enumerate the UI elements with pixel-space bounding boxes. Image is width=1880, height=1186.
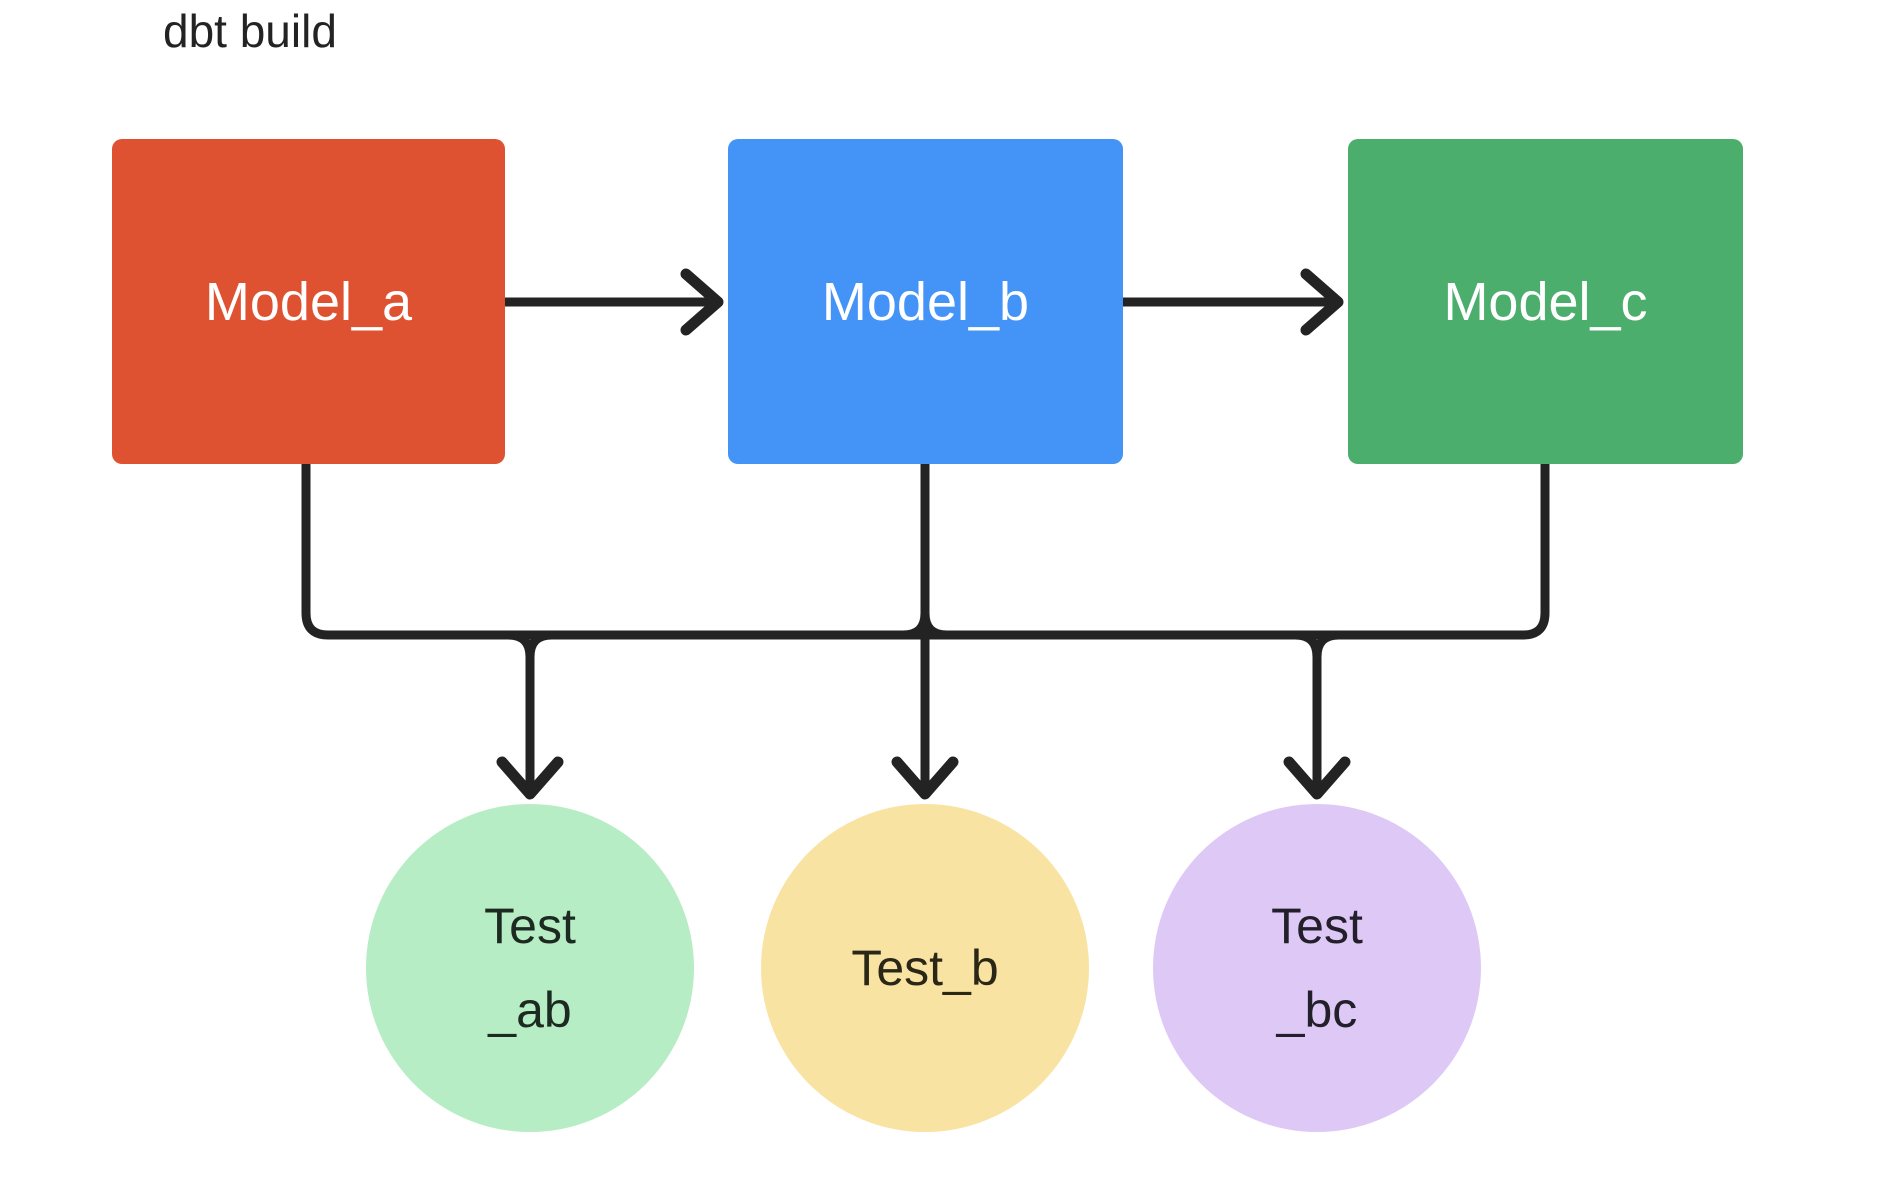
diagram-title: dbt build bbox=[163, 5, 337, 57]
node-test-bc-label: Test _bc bbox=[1271, 898, 1363, 1038]
edge-model-c-to-test-bc bbox=[615, 459, 1550, 640]
node-model-b[interactable]: Model_b bbox=[728, 139, 1123, 464]
node-test-ab[interactable]: Test _ab bbox=[366, 804, 694, 1132]
edge-model-a-to-test-ab bbox=[301, 459, 1255, 640]
edge-branch-to-test-bc bbox=[1283, 630, 1351, 800]
node-test-b[interactable]: Test_b bbox=[761, 804, 1089, 1132]
node-model-a-label: Model_a bbox=[204, 271, 413, 332]
node-model-c-label: Model_c bbox=[1443, 271, 1648, 332]
node-model-a[interactable]: Model_a bbox=[112, 139, 505, 464]
node-model-c[interactable]: Model_c bbox=[1348, 139, 1743, 464]
node-test-b-label: Test_b bbox=[851, 940, 999, 996]
edge-branch-to-test-ab bbox=[496, 630, 564, 800]
edge-model-b-fanout bbox=[898, 608, 952, 640]
edge-model-b-to-model-c bbox=[1123, 268, 1344, 336]
node-test-ab-label: Test _ab bbox=[484, 898, 576, 1038]
edge-model-a-to-model-b bbox=[505, 268, 724, 336]
node-test-bc[interactable]: Test _bc bbox=[1153, 804, 1481, 1132]
node-model-b-label: Model_b bbox=[821, 271, 1030, 332]
